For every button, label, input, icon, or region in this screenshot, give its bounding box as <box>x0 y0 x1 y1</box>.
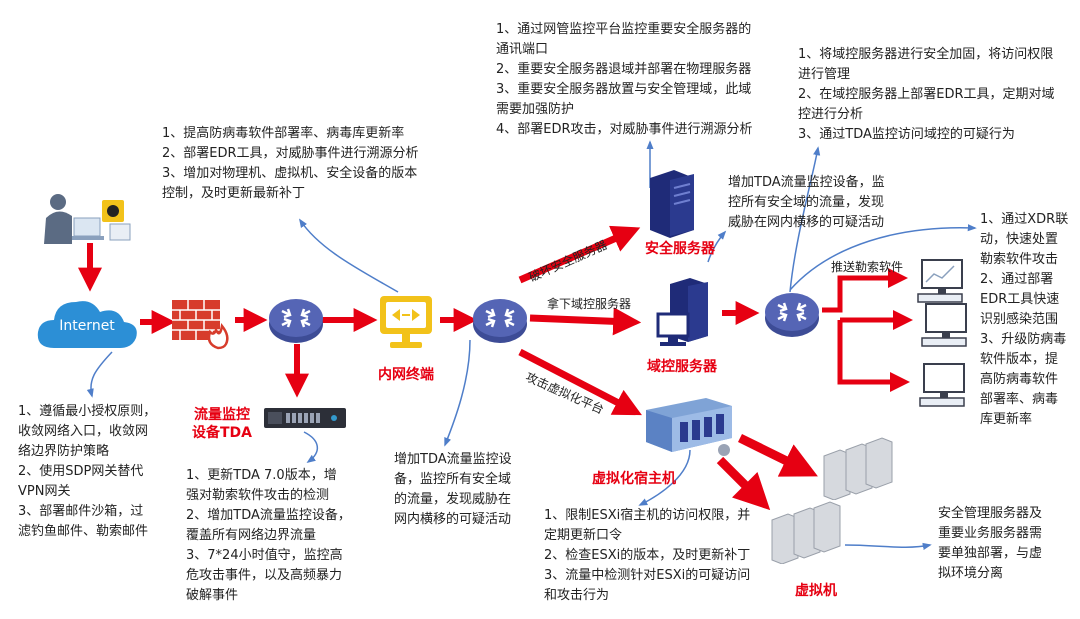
security-server-label: 安全服务器 <box>645 241 715 257</box>
arrow-core-to-virt <box>518 348 642 416</box>
note-tda: 1、更新TDA 7.0版本，增 强对勒索软件攻击的检测 2、增加TDA流量监控设… <box>186 468 351 603</box>
vm-cluster-icon <box>818 436 898 501</box>
router-icon <box>266 294 326 346</box>
link-dc-note <box>789 146 821 293</box>
note-terminal: 1、提高防病毒软件部署率、病毒库更新率 2、部署EDR工具，对威胁事件进行溯源分… <box>162 126 419 201</box>
link-virt-note <box>638 449 691 506</box>
server-tower-icon <box>652 276 722 350</box>
arrow-virt-to-vm2 <box>716 456 771 511</box>
link-core-note <box>444 339 471 447</box>
vm-label: 虚拟机 <box>795 583 837 599</box>
pc-icon <box>916 362 968 410</box>
note-dc: 1、将域控服务器进行安全加固，将访问权限 进行管理 2、在域控服务器上部署EDR… <box>798 47 1055 142</box>
link-dc-tda-note <box>707 230 727 263</box>
virt-host-label: 虚拟化宿主机 <box>592 471 676 487</box>
note-security-server: 1、通过网管监控平台监控重要安全服务器的 通讯端口 2、重要安全服务器退域并部署… <box>496 22 753 137</box>
arrow-router-to-pc3 <box>837 320 910 392</box>
pc-icon <box>918 302 970 350</box>
link-tda-note <box>303 431 318 464</box>
arrow-core-to-security <box>518 225 641 284</box>
note-vm: 安全管理服务器及 重要业务服务器需 要单独部署，与虚 拟环境分离 <box>938 506 1043 581</box>
tda-label: 流量监控 设备TDA <box>191 407 252 441</box>
note-internet: 1、遵循最小授权原则， 收敛网络入口，收敛网 络边界防护策略 2、使用SDP网关… <box>18 404 157 539</box>
dc-server-label: 域控服务器 <box>647 359 717 375</box>
attack-path-arrows <box>78 225 913 511</box>
note-virt: 1、限制ESXi宿主机的访问权限，并 定期更新口令 2、检查ESXi的版本，及时… <box>544 508 751 603</box>
internet-label: Internet <box>59 318 115 334</box>
note-core-router: 增加TDA流量监控设 备，监控所有安全域 的流量，发现威胁在 网内横移的可疑活动 <box>394 452 512 527</box>
hacker-icon <box>38 188 138 244</box>
link-terminal-note <box>299 218 399 293</box>
server-tower-icon <box>640 168 700 238</box>
note-dc-tda: 增加TDA流量监控设备，监 控所有安全域的流量，发现 威胁在网内横移的可疑活动 <box>728 175 885 230</box>
edge-label-push-ransom: 推送勒索软件 <box>831 260 904 274</box>
terminal-label: 内网终端 <box>378 367 434 383</box>
arrow-router-to-pc1 <box>822 268 908 313</box>
internet-cloud-icon <box>32 292 142 354</box>
terminal-icon <box>376 294 436 352</box>
pc-icon <box>914 258 966 306</box>
vm-cluster-icon <box>766 500 846 565</box>
router-icon <box>470 294 530 346</box>
rack-appliance-icon <box>262 402 348 434</box>
firewall-icon <box>168 296 234 352</box>
link-internet-note <box>86 351 113 398</box>
arrow-core-to-dc <box>529 307 642 336</box>
edge-label-take-dc: 拿下域控服务器 <box>547 297 632 311</box>
arrow-virt-to-vm1 <box>738 433 818 477</box>
virtualization-host-icon <box>640 392 736 458</box>
router-icon <box>762 288 822 340</box>
link-endpoints-note <box>789 224 977 291</box>
link-vm-note <box>844 542 932 550</box>
annotation-links <box>86 140 977 550</box>
note-endpoints: 1、通过XDR联 动，快速处置 勒索软件攻击 2、通过部署 EDR工具快速 识别… <box>980 212 1069 427</box>
